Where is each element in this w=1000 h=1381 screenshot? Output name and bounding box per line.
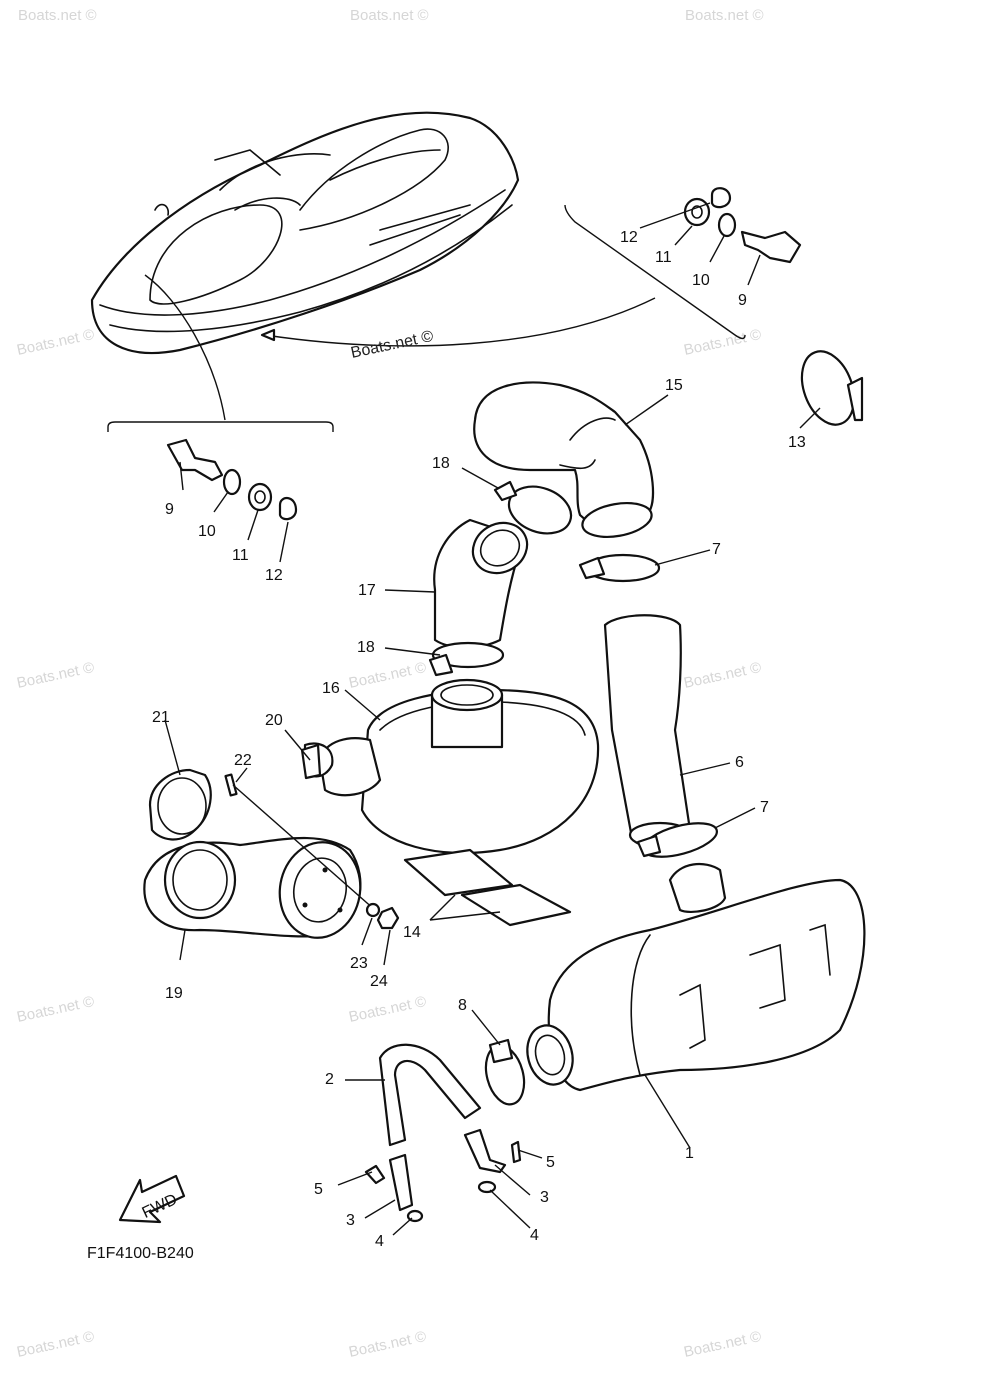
watermark: Boats.net © [350,7,429,24]
callout-8: 8 [458,997,467,1014]
callout-19: 19 [165,985,183,1002]
callout-7: 7 [712,541,721,558]
fwd-arrow-icon: FWD [118,1174,186,1224]
callout-6: 6 [735,754,744,771]
callouts: 1 2 3 3 3 4 4 5 5 6 7 7 8 9 9 10 10 [152,202,821,1250]
callout-15: 15 [665,377,683,394]
callout-18: 18 [432,455,450,472]
watermark: Boats.net © [682,1328,762,1361]
watermark: Boats.net © [347,993,427,1026]
callout-3: 3 [346,1212,355,1229]
callout-9: 9 [738,292,747,309]
callout-12: 12 [265,567,283,584]
callout-16: 16 [322,680,340,697]
callout-4: 4 [375,1233,384,1250]
flange-21 [148,768,212,841]
callout-14: 14 [403,924,421,941]
hose-clamp-18-lower [428,641,505,677]
callout-11: 11 [655,249,672,266]
bracket-set-3-5 [364,1128,522,1223]
fasteners-22-24 [224,773,400,930]
callout-17: 17 [358,582,376,599]
hose-clamp-18-upper [493,480,573,535]
callout-5: 5 [314,1181,323,1198]
callout-23: 23 [350,955,368,972]
hose-clamp-7-upper [578,553,661,583]
callout-18: 18 [357,639,375,656]
watermark: Boats.net © [15,1328,95,1361]
watermark: Boats.net © [15,659,95,692]
drain-plug-set-right [683,187,802,264]
hull-fitting-leaders [107,204,746,432]
callout-11: 11 [232,547,249,564]
callout-1: 1 [685,1145,694,1162]
hose-clamp-20 [300,742,334,780]
callout-9: 9 [165,501,174,518]
outlet-duct-19 [143,836,362,939]
callout-2: 2 [325,1071,334,1088]
hose-clamp-7-lower [636,822,718,858]
callout-10: 10 [692,272,710,289]
callout-10: 10 [198,523,216,540]
watercraft-illustration [90,111,520,354]
watermark: Boats.net © [682,659,762,692]
diagram-code: F1F4100-B240 [87,1245,194,1262]
strap-2 [378,1043,482,1147]
water-box-16 [318,678,600,855]
watermark: Boats.net © [347,1328,427,1361]
muffler-1 [526,862,866,1092]
credit-text: Boats.net © [349,328,435,362]
elbow-17 [433,518,529,649]
drain-plug-set-left [166,438,298,521]
callout-4: 4 [530,1227,539,1244]
watermark: Boats.net © [15,993,95,1026]
watermark: Boats.net © [685,7,764,24]
watermark: Boats.net © [682,326,762,359]
clamp-13 [800,350,864,426]
hose-6 [603,614,692,849]
watermark: Boats.net © [15,326,95,359]
callout-20: 20 [265,712,283,729]
hose-clamp-8 [484,1038,526,1106]
callout-3: 3 [540,1189,549,1206]
watermark: Boats.net © [18,7,97,24]
callout-22: 22 [234,752,252,769]
callout-24: 24 [370,973,388,990]
watermark: Boats.net © [347,659,427,692]
arrow-head [260,328,276,342]
callout-13: 13 [788,434,806,451]
callout-21: 21 [152,709,170,726]
callout-5: 5 [546,1154,555,1171]
callout-7: 7 [760,799,769,816]
elbow-15 [473,381,655,538]
pads-14 [403,848,572,927]
callout-12: 12 [620,229,638,246]
